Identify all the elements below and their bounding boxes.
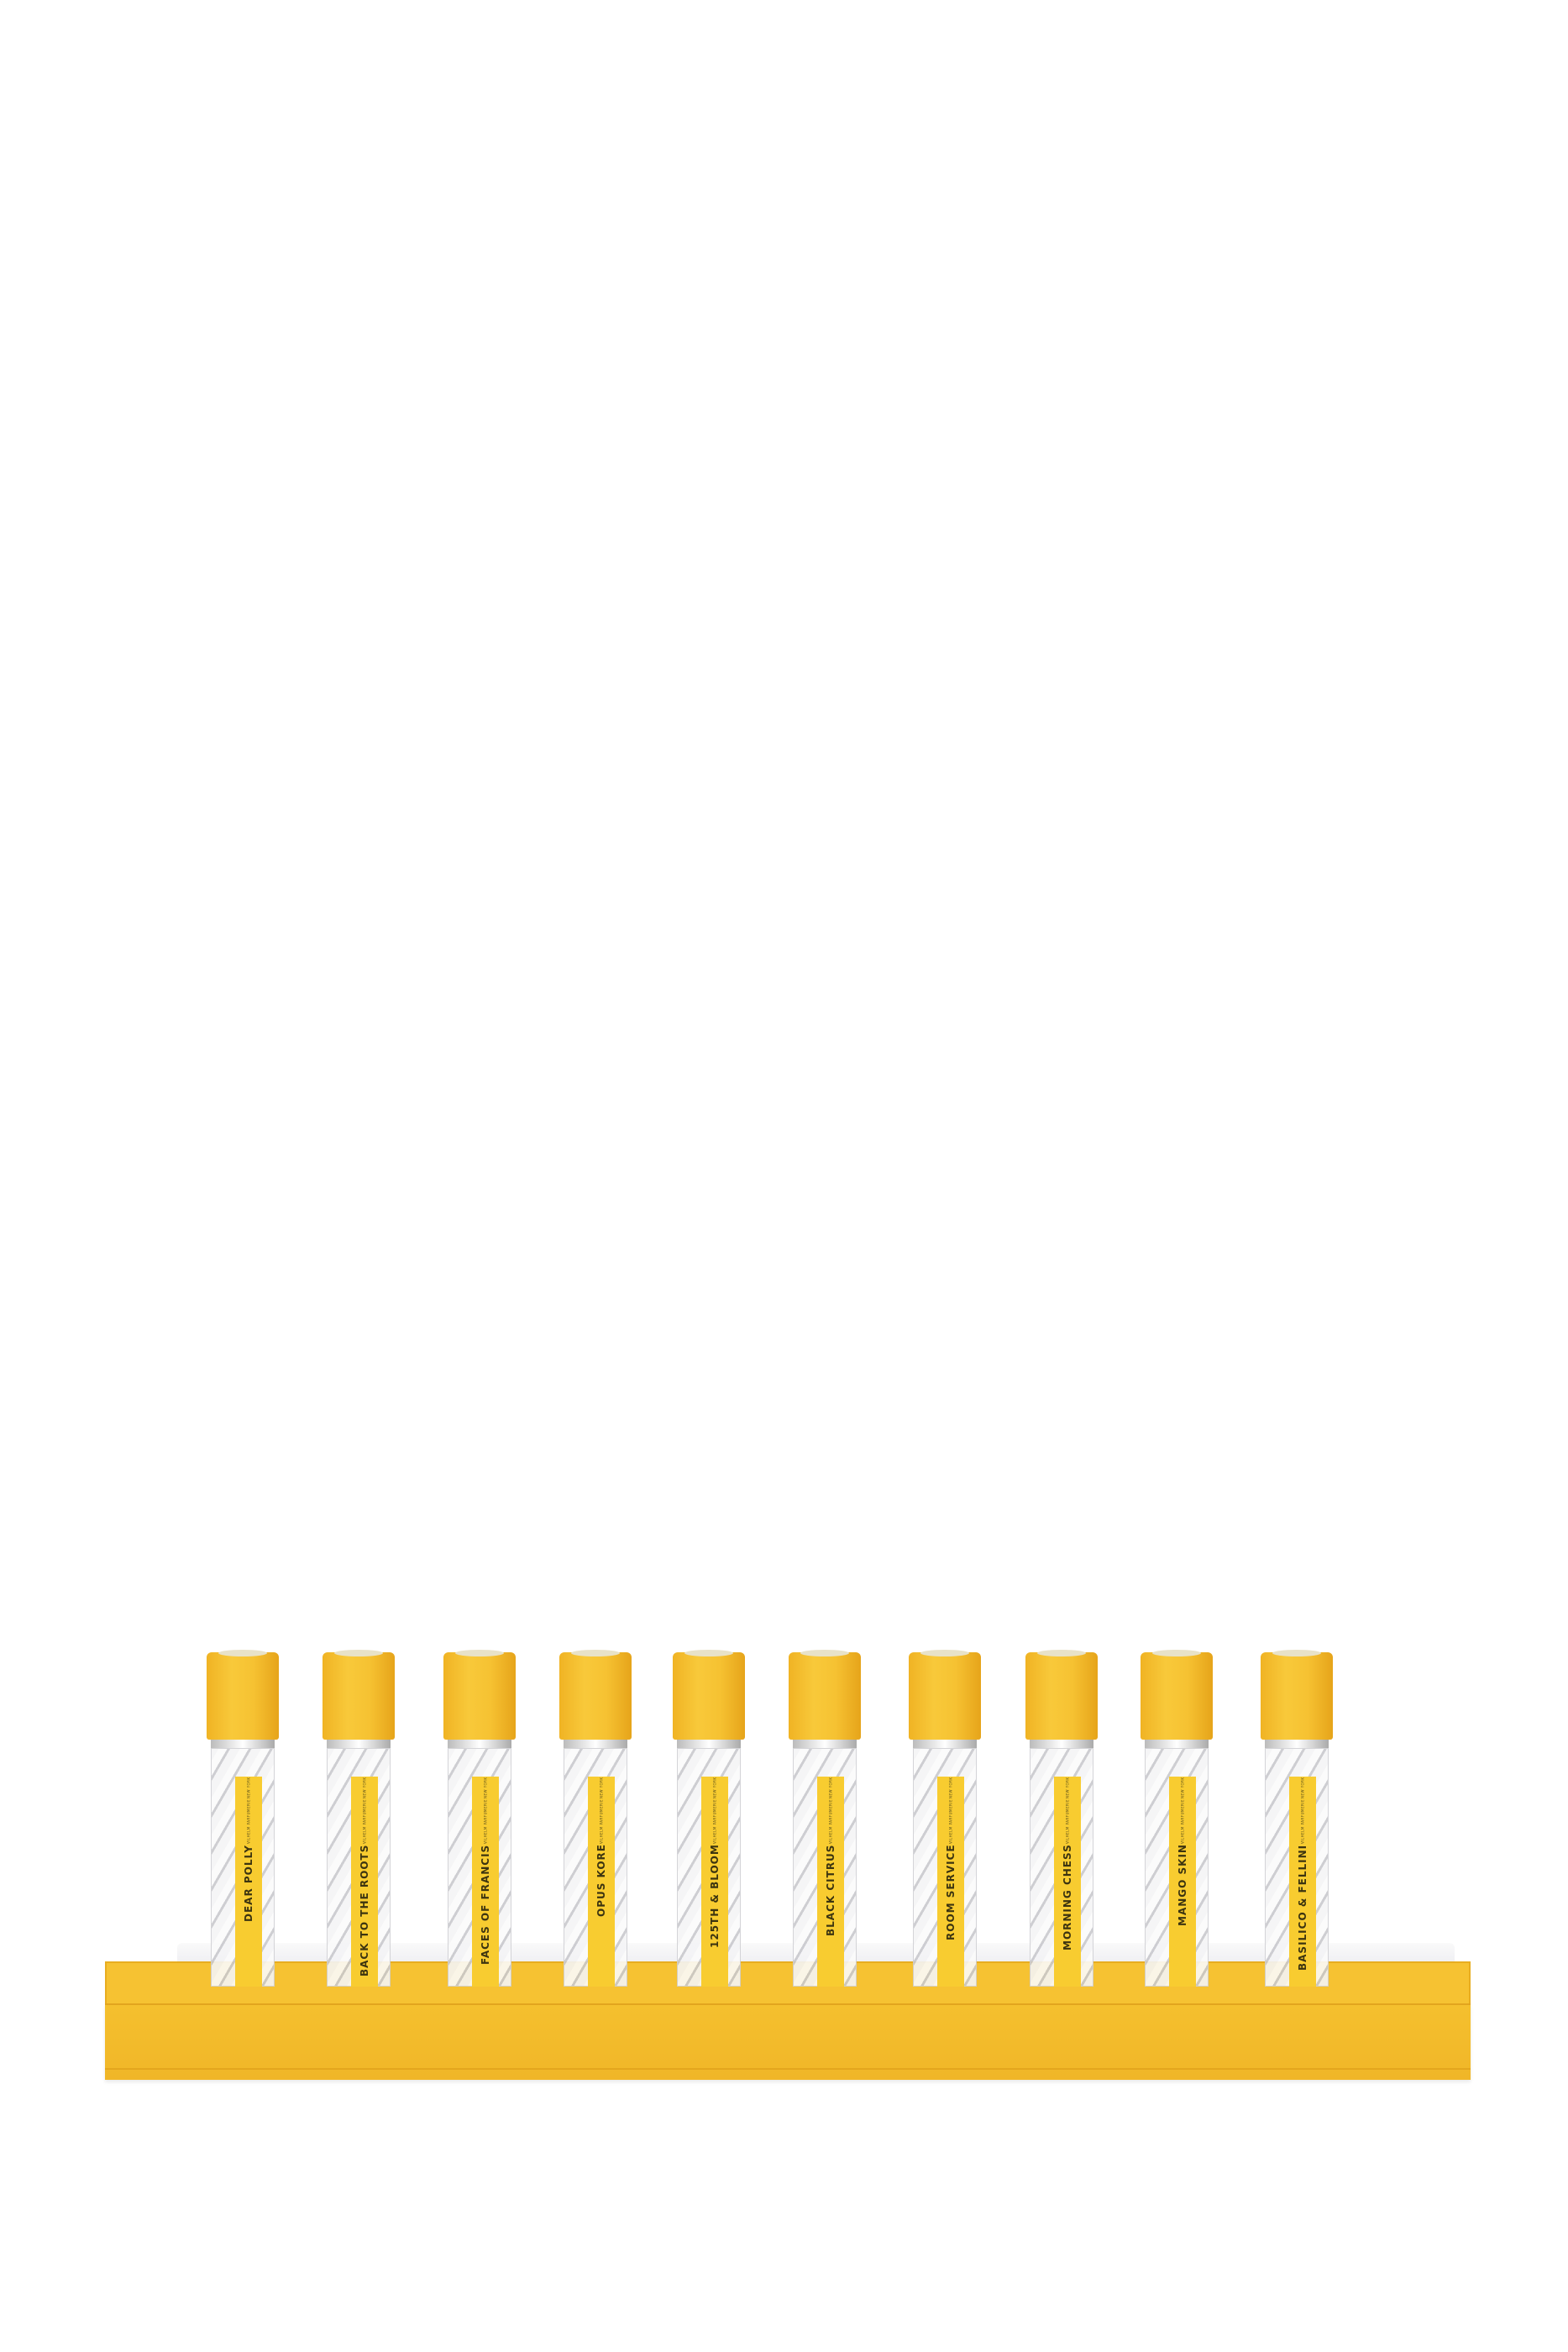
bottle-label: BASILICO & FELLINI VILHELM PARFUMERIE NE… [1289,1777,1316,1987]
brand-name: VILHELM PARFUMERIE [246,1798,251,1844]
bottle-collar [1030,1740,1093,1748]
label-text: MANGO SKIN VILHELM PARFUMERIE NEW YORK [1177,1777,1188,1961]
bottle-cap [909,1650,981,1740]
cap-top [218,1650,267,1656]
label-text: BACK TO THE ROOTS VILHELM PARFUMERIE NEW… [359,1777,370,1977]
bottle-cap [559,1650,632,1740]
city-name: NEW YORK [1065,1777,1070,1798]
bottle-cap [1025,1650,1098,1740]
bottle-collar [448,1740,511,1748]
city-name: NEW YORK [1180,1777,1185,1798]
bottle-label: FACES OF FRANCIS VILHELM PARFUMERIE NEW … [472,1777,499,1987]
brand-name: VILHELM PARFUMERIE [483,1798,488,1844]
brand-name: VILHELM PARFUMERIE [948,1798,953,1844]
gift-box-edge [105,2068,1471,2070]
cap-top [920,1650,969,1656]
perfume-bottle: BASILICO & FELLINI VILHELM PARFUMERIE NE… [1261,1650,1333,1987]
label-text: 125TH & BLOOM VILHELM PARFUMERIE NEW YOR… [709,1777,721,1961]
city-name: NEW YORK [483,1777,488,1798]
label-text: DEAR POLLY VILHELM PARFUMERIE NEW YORK [243,1777,254,1961]
bottle-collar [1265,1740,1329,1748]
brand-name: VILHELM PARFUMERIE [1065,1798,1070,1844]
cap-top [1037,1650,1086,1656]
bottle-label: BACK TO THE ROOTS VILHELM PARFUMERIE NEW… [351,1777,378,1987]
bottle-cap [323,1650,395,1740]
label-text: BASILICO & FELLINI VILHELM PARFUMERIE NE… [1297,1777,1308,1971]
brand-name: VILHELM PARFUMERIE [712,1798,717,1844]
bottle-cap [789,1650,861,1740]
bottle-collar [913,1740,977,1748]
fragrance-name: OPUS KORE [595,1844,607,1918]
brand-name: VILHELM PARFUMERIE [1300,1798,1305,1844]
fragrance-name: FACES OF FRANCIS [480,1844,491,1965]
perfume-bottle: BLACK CITRUS VILHELM PARFUMERIE NEW YORK [789,1650,861,1987]
city-name: NEW YORK [246,1777,251,1798]
bottle-label: ROOM SERVICE VILHELM PARFUMERIE NEW YORK [937,1777,964,1987]
cap-top [571,1650,620,1656]
cap-top [334,1650,383,1656]
bottle-collar [211,1740,275,1748]
brand-name: VILHELM PARFUMERIE [599,1798,604,1844]
label-text: ROOM SERVICE VILHELM PARFUMERIE NEW YORK [945,1777,957,1961]
perfume-bottle: MANGO SKIN VILHELM PARFUMERIE NEW YORK [1141,1650,1213,1987]
perfume-bottle: BACK TO THE ROOTS VILHELM PARFUMERIE NEW… [323,1650,395,1987]
bottle-collar [677,1740,741,1748]
bottle-cap [1141,1650,1213,1740]
bottle-cap [443,1650,516,1740]
fragrance-name: ROOM SERVICE [945,1844,957,1941]
fragrance-name: BACK TO THE ROOTS [359,1844,370,1977]
bottle-label: MORNING CHESS VILHELM PARFUMERIE NEW YOR… [1054,1777,1081,1987]
label-text: BLACK CITRUS VILHELM PARFUMERIE NEW YORK [825,1777,836,1961]
city-name: NEW YORK [1300,1777,1305,1798]
fragrance-name: 125TH & BLOOM [709,1844,721,1949]
gift-box-base [105,2003,1471,2080]
bottle-label: BLACK CITRUS VILHELM PARFUMERIE NEW YORK [817,1777,844,1987]
fragrance-name: MANGO SKIN [1177,1844,1188,1927]
bottle-cap [1261,1650,1333,1740]
perfume-bottle: DEAR POLLY VILHELM PARFUMERIE NEW YORK [207,1650,279,1987]
perfume-bottle: FACES OF FRANCIS VILHELM PARFUMERIE NEW … [443,1650,516,1987]
bottle-cap [207,1650,279,1740]
fragrance-name: BASILICO & FELLINI [1297,1844,1308,1971]
bottle-collar [1145,1740,1209,1748]
bottle-label: 125TH & BLOOM VILHELM PARFUMERIE NEW YOR… [701,1777,728,1987]
bottle-label: OPUS KORE VILHELM PARFUMERIE NEW YORK [588,1777,615,1987]
brand-name: VILHELM PARFUMERIE [1180,1798,1185,1844]
city-name: NEW YORK [362,1777,367,1798]
cap-top [455,1650,504,1656]
label-text: OPUS KORE VILHELM PARFUMERIE NEW YORK [595,1777,607,1961]
city-name: NEW YORK [948,1777,953,1798]
fragrance-name: MORNING CHESS [1062,1844,1073,1951]
city-name: NEW YORK [712,1777,717,1798]
brand-name: VILHELM PARFUMERIE [828,1798,833,1844]
perfume-bottle: MORNING CHESS VILHELM PARFUMERIE NEW YOR… [1025,1650,1098,1987]
label-text: FACES OF FRANCIS VILHELM PARFUMERIE NEW … [480,1777,491,1965]
city-name: NEW YORK [828,1777,833,1798]
perfume-bottle: ROOM SERVICE VILHELM PARFUMERIE NEW YORK [909,1650,981,1987]
label-text: MORNING CHESS VILHELM PARFUMERIE NEW YOR… [1062,1777,1073,1961]
bottle-cap [673,1650,745,1740]
fragrance-name: DEAR POLLY [243,1844,254,1922]
cap-top [1152,1650,1201,1656]
perfume-bottle: OPUS KORE VILHELM PARFUMERIE NEW YORK [559,1650,632,1987]
cap-top [800,1650,849,1656]
bottle-collar [564,1740,627,1748]
bottle-collar [327,1740,391,1748]
city-name: NEW YORK [599,1777,604,1798]
bottle-label: MANGO SKIN VILHELM PARFUMERIE NEW YORK [1169,1777,1196,1987]
cap-top [1272,1650,1321,1656]
brand-name: VILHELM PARFUMERIE [362,1798,367,1844]
bottle-label: DEAR POLLY VILHELM PARFUMERIE NEW YORK [235,1777,262,1987]
perfume-bottle: 125TH & BLOOM VILHELM PARFUMERIE NEW YOR… [673,1650,745,1987]
bottle-collar [793,1740,857,1748]
fragrance-name: BLACK CITRUS [825,1844,836,1936]
cap-top [684,1650,733,1656]
